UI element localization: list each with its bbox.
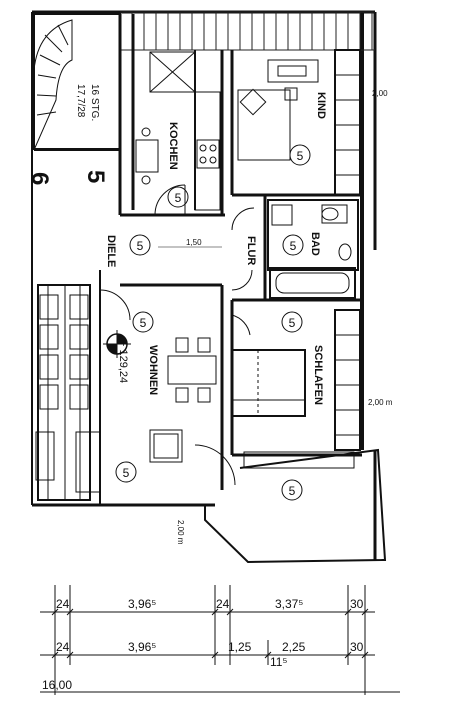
height-label-mid: 2,00 m — [368, 398, 393, 407]
circle-marker-label: 5 — [297, 149, 304, 163]
dim-row1-value: 3,37⁵ — [275, 597, 303, 611]
circle-marker-label: 5 — [140, 316, 147, 330]
room-label-kind: KIND — [315, 92, 327, 119]
dim-row2-value: 24 — [56, 640, 70, 654]
dimension-lines — [40, 585, 400, 695]
circle-marker-label: 5 — [290, 239, 297, 253]
neighbor-stair-number: 6 — [26, 172, 53, 185]
roof-hatch — [120, 11, 375, 51]
dim-row2-value: 3,96⁵ — [128, 640, 156, 654]
room-label-kochen: KOCHEN — [167, 122, 179, 170]
circle-marker-labels: 5 5 5 5 5 5 5 5 — [123, 149, 304, 498]
dim-row1-value: 30 — [350, 597, 364, 611]
circle-marker-label: 5 — [137, 239, 144, 253]
balcony — [204, 448, 387, 564]
dim-row2-sub: 11⁵ — [270, 655, 287, 669]
room-label-diele: DIELE — [105, 235, 117, 267]
dim-row2-value: 30 — [350, 640, 364, 654]
bedroom-furniture — [231, 309, 361, 469]
diele-width-label: 1,50 — [186, 238, 202, 247]
room-label-flur: FLUR — [245, 236, 257, 265]
elevation-marker — [107, 334, 127, 354]
room-label-wohnen: WOHNEN — [147, 345, 159, 395]
circle-marker-label: 5 — [289, 484, 296, 498]
height-label-top: 2,00 — [372, 89, 388, 98]
staircase — [33, 13, 122, 215]
circle-marker-label: 5 — [289, 316, 296, 330]
circle-marker-label: 5 — [175, 191, 182, 205]
bath-fixtures — [267, 199, 359, 299]
stair-number: 5 — [82, 170, 109, 183]
circle-markers — [115, 144, 311, 501]
dimension-row-1: 24 3,96⁵ 24 3,37⁵ 30 — [56, 597, 364, 611]
stair-steps-line2: 17,7/28 — [75, 84, 86, 118]
dim-row1-value: 24 — [56, 597, 70, 611]
dimension-row-2: 24 3,96⁵ 1,25 2,25 30 11⁵ — [56, 640, 364, 669]
dim-total: 16,00 — [42, 678, 72, 692]
height-label-balcony: 2,00 m — [176, 520, 185, 545]
kitchen-fixtures — [135, 51, 221, 211]
kind-furniture — [237, 49, 361, 196]
room-label-bad: BAD — [309, 232, 321, 256]
dim-row1-value: 3,96⁵ — [128, 597, 156, 611]
circle-marker-label: 5 — [123, 466, 130, 480]
dim-row1-value: 24 — [216, 597, 230, 611]
doors — [99, 184, 255, 486]
stair-steps-line1: 16 STG. — [89, 84, 100, 121]
room-label-schlafen: SCHLAFEN — [312, 345, 324, 405]
dim-row2-value: 1,25 — [228, 640, 252, 654]
dim-row2-value: 2,25 — [282, 640, 306, 654]
elevation-label: + 129,24 — [117, 340, 129, 383]
